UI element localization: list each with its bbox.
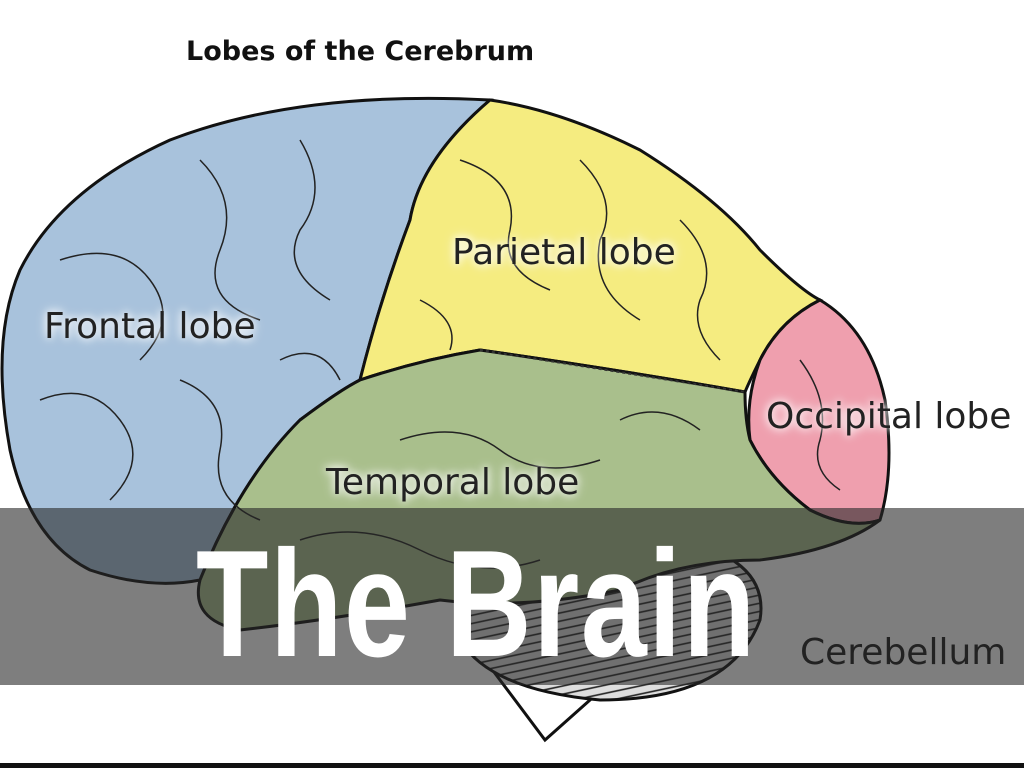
- gyri-lines: [39, 139, 841, 569]
- frontal-lobe-label: Frontal lobe: [44, 306, 256, 347]
- title-banner: [0, 508, 1024, 685]
- bottom-divider: [0, 763, 1024, 768]
- occipital-lobe-label: Occipital lobe: [766, 396, 1012, 437]
- parietal-lobe-label: Parietal lobe: [452, 232, 676, 273]
- cerebellum-label: Cerebellum: [800, 632, 1007, 673]
- slide-title: The Brain: [196, 519, 757, 689]
- diagram-title: Lobes of the Cerebrum: [186, 36, 535, 67]
- parietal-temporal-boundary: [479, 349, 746, 393]
- temporal-lobe-label: Temporal lobe: [326, 462, 580, 503]
